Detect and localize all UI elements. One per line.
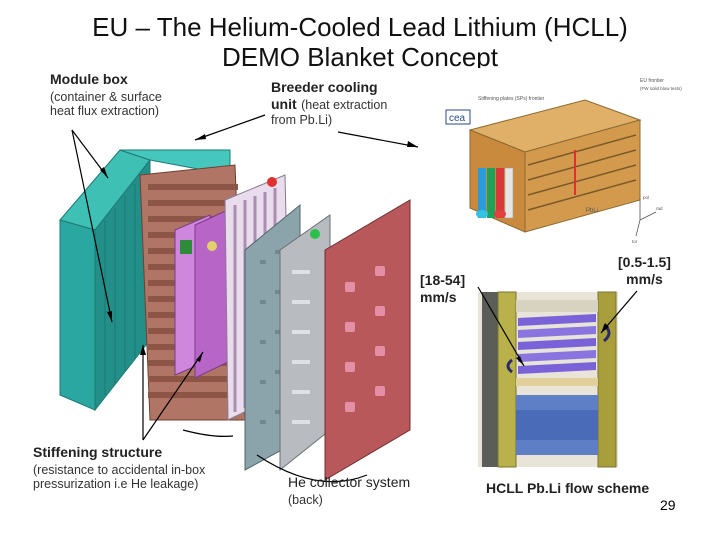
callout-he-collector: [256, 454, 368, 483]
title-line-2: DEMO Blanket Concept: [221, 42, 498, 72]
cooling-plates-stack: [174, 207, 233, 379]
pipe-green: [487, 168, 495, 218]
rate-right-line-1: [0.5-1.5]: [618, 254, 671, 270]
module-box-front-wall: [59, 219, 96, 411]
module-box-ribs: [104, 184, 136, 395]
breeder-cooling-label: Breeder cooling unit (heat extraction fr…: [271, 79, 387, 127]
cea-logo: [445, 109, 471, 125]
axis-tor-text: tor: [632, 239, 638, 244]
rate-left-line-1: [18-54]: [420, 272, 466, 288]
breeder-cooling-desc: (heat extraction: [301, 98, 388, 112]
rate-right-label: [0.5-1.5] mm/s: [618, 254, 671, 288]
cea-logo-text: cea: [449, 113, 466, 124]
module-box-desc-line-1: (container & surface: [50, 90, 162, 104]
callout-rate-left: [477, 286, 525, 367]
breeder-unit-inset: cea Stiffening plates (SPs) frontier EU …: [434, 68, 686, 250]
callout-module-box-2: [71, 129, 113, 323]
flow-beige-band: [516, 378, 598, 386]
arrowhead-module-box-2: [107, 311, 112, 322]
flow-scheme-label: HCLL Pb.Li flow scheme: [486, 480, 650, 496]
red-back-plate-ports: [345, 266, 385, 412]
callout-arrowheads: [100, 134, 609, 366]
flow-scheme-inset: [478, 291, 618, 468]
callout-lines: [71, 114, 638, 483]
rate-left-label: [18-54] mm/s: [420, 272, 465, 306]
breeder-cooling-unit: unit: [271, 96, 297, 112]
arrowhead-module-box-1: [100, 167, 108, 178]
he-collector-label: He collector system: [288, 474, 411, 490]
flow-arrow-left: [506, 358, 513, 374]
yellow-connector: [207, 241, 217, 251]
flow-blue-block-inner: [516, 410, 598, 440]
flow-purple-plates: [518, 314, 596, 374]
flow-yellow-column: [497, 291, 517, 468]
gray-back-plate: [279, 214, 331, 472]
arrowhead-stiffening-2: [196, 352, 203, 362]
pipe-end-red: [494, 210, 506, 218]
callout-breeder-left: [194, 114, 266, 141]
arrowhead-rate-left: [516, 356, 524, 366]
stiffening-structure-label: Stiffening structure: [33, 444, 163, 460]
inset-cooling-plates: [527, 134, 637, 211]
module-box-label: Module box: [50, 71, 128, 87]
arrowhead-breeder-right: [407, 141, 418, 147]
gray-back-plate-slots: [292, 270, 310, 424]
he-collector-desc: (back): [288, 493, 323, 507]
breeder-cooling-desc-line-2: from Pb.Li): [271, 113, 333, 127]
axis-tor-line: [635, 219, 641, 237]
fw-note-text: (FW solid blow tests): [640, 86, 682, 91]
flow-left-wall: [482, 292, 498, 467]
red-back-plate: [324, 199, 411, 481]
title-line-1: EU – The Helium-Cooled Lead Lithium (HCL…: [92, 12, 628, 42]
rate-left-line-2: mm/s: [420, 289, 457, 305]
flow-top-band: [516, 300, 598, 312]
red-inlet-dot: [267, 177, 277, 187]
stiffening-plates-frontier-text: Stiffening plates (SPs) frontier: [478, 96, 545, 102]
arrowhead-breeder-left: [195, 134, 206, 140]
stiffening-structure-desc: (resistance to accidental in-box pressur…: [33, 463, 205, 491]
pipe-blue: [478, 168, 486, 218]
green-connector: [180, 240, 192, 254]
axis-rad-text: rad: [656, 206, 663, 211]
pipe-red: [496, 168, 504, 218]
stiffening-desc-line-2: pressurization i.e He leakage): [33, 477, 199, 491]
axis-rad-line: [639, 211, 657, 221]
page-number: 29: [660, 497, 676, 513]
arrowhead-stiffening-1: [140, 345, 146, 355]
pipe-end-cyan: [476, 210, 488, 218]
callout-stiffening: [142, 345, 204, 441]
module-box-desc: (container & surface heat flux extractio…: [50, 90, 162, 118]
callout-stiffening-brace-left: [182, 429, 234, 437]
pipe-white: [504, 167, 514, 219]
collector-plate-teal-holes: [260, 250, 281, 424]
page-title: EU – The Helium-Cooled Lead Lithium (HCL…: [0, 12, 720, 72]
callout-breeder-right: [337, 131, 419, 148]
green-port-dot: [310, 229, 320, 239]
stiffening-desc-line-1: (resistance to accidental in-box: [33, 463, 206, 477]
breeder-cooling-line-1: Breeder cooling: [271, 79, 378, 95]
arrowhead-rate-right: [601, 323, 609, 333]
rate-right-line-2: mm/s: [626, 271, 663, 287]
axis-pol-text: pol: [643, 195, 649, 200]
module-box-desc-line-2: heat flux extraction): [50, 104, 160, 118]
eu-frontier-text: EU frontier: [640, 78, 664, 84]
pbli-text: PbLi: [586, 208, 598, 214]
